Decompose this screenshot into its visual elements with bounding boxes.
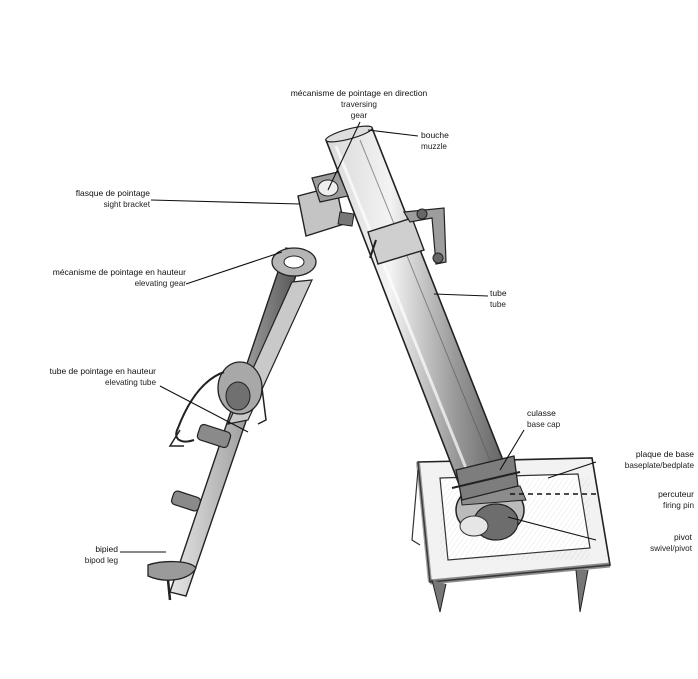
label-bipod-fr: bipied bbox=[95, 544, 118, 554]
label-traversing-en1: traversing bbox=[341, 100, 377, 109]
tube-clamp-drawing bbox=[367, 207, 447, 265]
label-pivot-en: swivel/pivot bbox=[650, 544, 692, 553]
label-tube-fr: tube bbox=[490, 288, 507, 298]
leader-base-cap bbox=[499, 429, 525, 471]
label-muzzle: bouche muzzle bbox=[421, 130, 449, 152]
label-traversing-gear: mécanisme de pointage en direction trave… bbox=[254, 88, 464, 121]
label-firing-pin-fr: percuteur bbox=[658, 489, 694, 499]
label-firing-pin: percuteur firing pin bbox=[590, 489, 694, 511]
label-base-cap: culasse base cap bbox=[527, 408, 560, 430]
leader-muzzle bbox=[367, 129, 419, 137]
label-tube: tube tube bbox=[490, 288, 507, 310]
bipod-drawing bbox=[147, 247, 317, 601]
label-elevating-tube-en: elevating tube bbox=[105, 378, 156, 387]
label-sight-bracket: flasque de pointage sight bracket bbox=[40, 188, 150, 210]
label-base-cap-en: base cap bbox=[527, 420, 561, 429]
label-tube-en: tube bbox=[490, 300, 506, 309]
leader-lines bbox=[120, 121, 597, 553]
label-elevating-gear-fr: mécanisme de pointage en hauteur bbox=[52, 267, 186, 277]
sight-bracket-drawing bbox=[297, 171, 355, 237]
tube-drawing bbox=[324, 125, 521, 501]
leader-baseplate bbox=[547, 461, 597, 479]
leader-elevating-tube bbox=[159, 385, 249, 433]
label-pivot: pivot swivel/pivot bbox=[590, 532, 692, 554]
label-firing-pin-en: firing pin bbox=[663, 501, 694, 510]
label-traversing-fr: mécanisme de pointage en direction bbox=[290, 88, 428, 98]
label-elevating-tube-fr: tube de pointage en hauteur bbox=[49, 366, 156, 376]
label-baseplate-fr: plaque de base bbox=[635, 449, 694, 459]
leader-elevating-gear bbox=[185, 251, 283, 285]
leader-tube bbox=[433, 293, 489, 297]
label-bipod-en: bipod leg bbox=[84, 556, 118, 565]
leader-pivot bbox=[507, 516, 597, 541]
label-elevating-gear: mécanisme de pointage en hauteur elevati… bbox=[4, 267, 186, 289]
leader-sight-bracket bbox=[150, 199, 301, 205]
label-baseplate-en: baseplate/bedplate bbox=[624, 461, 694, 470]
label-pivot-fr: pivot bbox=[674, 532, 692, 542]
label-bipod: bipied bipod leg bbox=[40, 544, 118, 566]
label-muzzle-en: muzzle bbox=[421, 142, 447, 151]
label-elevating-gear-en: elevating gear bbox=[134, 279, 186, 288]
label-baseplate: plaque de base baseplate/bedplate bbox=[580, 449, 694, 471]
leader-traversing bbox=[327, 121, 361, 191]
label-sight-bracket-fr: flasque de pointage bbox=[75, 188, 150, 198]
label-elevating-tube: tube de pointage en hauteur elevating tu… bbox=[14, 366, 156, 388]
label-muzzle-fr: bouche bbox=[421, 130, 449, 140]
label-traversing-en2: gear bbox=[350, 111, 368, 120]
label-sight-bracket-en: sight bracket bbox=[103, 200, 150, 209]
label-base-cap-fr: culasse bbox=[527, 408, 556, 418]
